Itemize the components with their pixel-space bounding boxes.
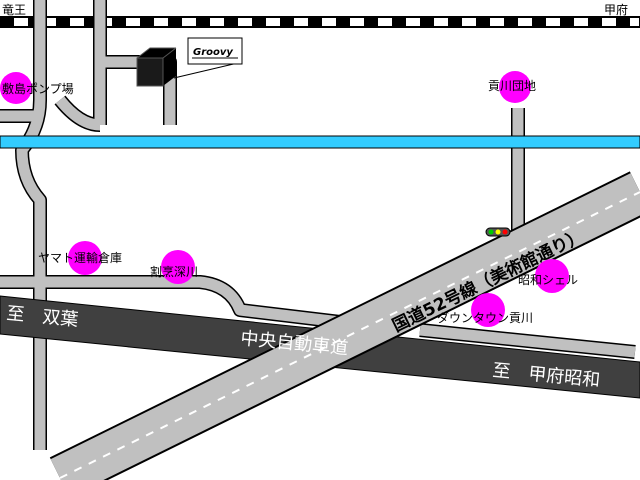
- poi-shikishima-pump: [0, 72, 32, 104]
- label-kagawa-danchi: 貢川団地: [488, 79, 536, 93]
- national-route-52: [49, 171, 640, 480]
- label-kappo-fukagawa: 割烹深川: [150, 264, 198, 279]
- traffic-signal-icon: [485, 227, 511, 237]
- destination-building-icon: [136, 47, 243, 87]
- groovy-logo-callout: Groovy: [187, 37, 243, 65]
- poi-yamato-unyu: [68, 241, 102, 275]
- groovy-logo: Groovy: [193, 47, 233, 58]
- poi-kappo-fukagawa: [161, 250, 195, 284]
- poi-showa-shell: [535, 259, 569, 293]
- local-roads: [0, 0, 636, 450]
- railway-line: [0, 16, 640, 28]
- label-kofu: 甲府: [604, 2, 628, 17]
- label-downtown-kagawa: ダウンタウン貢川: [437, 310, 533, 325]
- label-shikishima-pump: 敷島ポンプ場: [2, 81, 74, 96]
- poi-markers: [0, 71, 569, 327]
- label-showa-shell: 昭和シェル: [518, 273, 578, 287]
- river: [0, 135, 640, 149]
- poi-kagawa-danchi: [499, 71, 531, 103]
- label-yamato-unyu: ヤマト運輸倉庫: [38, 250, 122, 265]
- poi-downtown-kagawa: [471, 293, 505, 327]
- label-ryuo: 竜王: [2, 3, 26, 17]
